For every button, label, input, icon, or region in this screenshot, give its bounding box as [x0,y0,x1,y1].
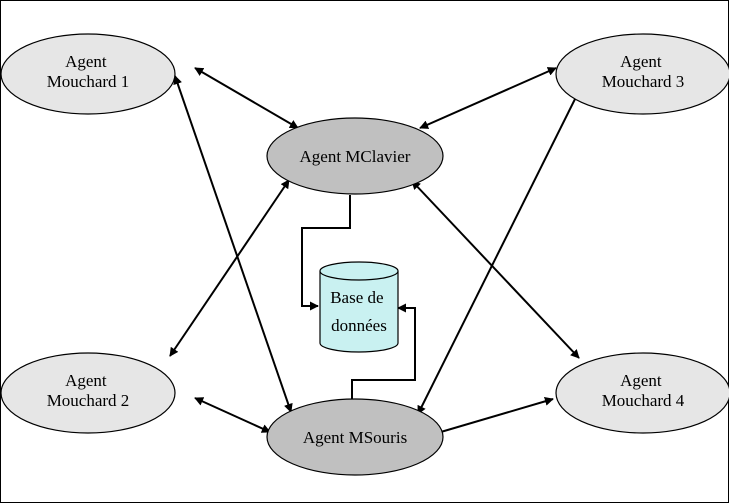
node-shape [555,33,729,115]
edge-msouris-database [351,303,416,408]
edge-mouchard1-msouris [173,75,293,413]
node-label-line: Agent [65,371,107,390]
svg-text:Agent Mouchard 3: Agent Mouchard 3 [602,52,685,91]
node-agent-msouris: Agent MSouris [266,398,444,476]
node-label-line: Mouchard 2 [47,391,130,410]
svg-text:Agent Mouchard 4: Agent Mouchard 4 [602,371,685,410]
edge-mouchard1-mclavier [194,67,299,129]
edge-mouchard2-msouris [194,397,271,433]
edge-mouchard3-msouris [417,78,586,415]
node-label-line: Agent [65,52,107,71]
database-top [319,261,399,281]
node-label: Agent MClavier [300,147,411,166]
node-label-line: Mouchard 1 [47,72,130,91]
edge-mouchard4-mclavier [411,180,580,359]
node-label-line: Agent [620,371,662,390]
node-shape [266,117,444,195]
database-cylinder: Base de données [319,261,399,353]
database-label-line: Base de [330,288,383,307]
node-shape [555,352,729,434]
node-shape [0,33,176,115]
node-agent-mclavier: Agent MClavier [266,117,444,195]
svg-text:Agent Mouchard 1: Agent Mouchard 1 [47,52,130,91]
svg-text:Agent Mouchard 2: Agent Mouchard 2 [47,371,130,410]
edge-mouchard4-msouris [433,396,554,437]
node-label-line: Agent [620,52,662,71]
edge-mouchard2-mclavier [169,179,290,357]
edges [169,67,586,437]
node-label-line: Mouchard 3 [602,72,685,91]
node-label-line: Mouchard 4 [602,391,685,410]
edge-mouchard3-mclavier [419,67,557,129]
node-agent-mouchard-2: Agent Mouchard 2 [0,352,176,434]
node-shape [0,352,176,434]
node-agent-mouchard-1: Agent Mouchard 1 [0,33,176,115]
svg-text:Base de données: Base de données [330,288,388,335]
node-shape [266,398,444,476]
node-agent-mouchard-3: Agent Mouchard 3 [555,33,729,115]
database-label-line: données [331,316,387,335]
node-label: Agent MSouris [303,428,407,447]
edge-mclavier-database [301,195,351,311]
database-body [319,271,399,353]
node-agent-mouchard-4: Agent Mouchard 4 [555,352,729,434]
